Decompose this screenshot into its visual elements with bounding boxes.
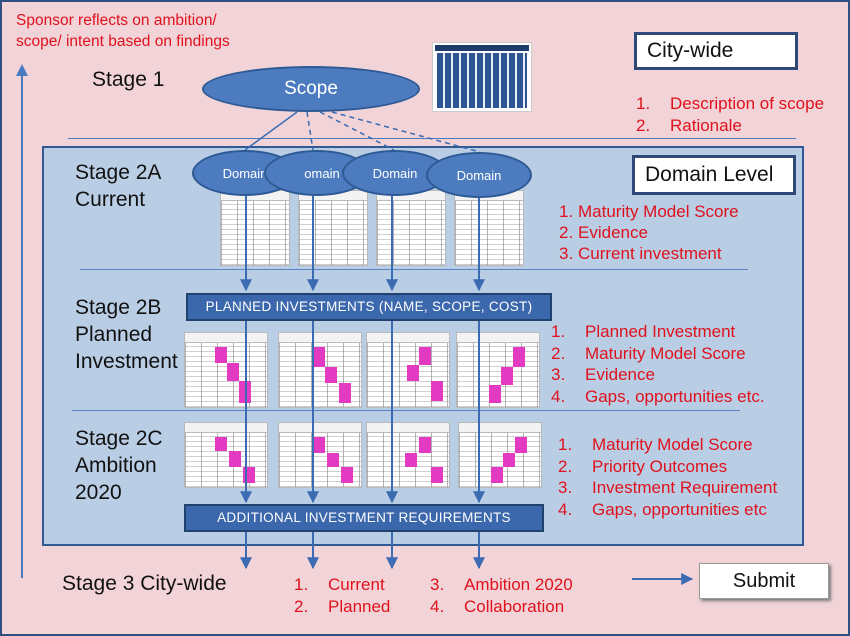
current-assessment-doc [376,190,446,266]
stage2a-divider [80,269,748,270]
citywide-title: City-wide [634,32,798,70]
stage3-list-right: 3.Ambition 2020 4.Collaboration [430,574,573,617]
stage-2c-label: Stage 2C Ambition 2020 [75,427,163,504]
scope-ellipse: Scope [202,66,420,112]
citywide-list: 1.Description of scope 2.Rationale [636,93,824,136]
ambition-assessment-doc [184,422,268,488]
planned-assessment-doc [456,332,540,408]
left-up-arrow [16,64,28,578]
domain-level-item: 2.Evidence [559,223,648,242]
ambition-assessment-doc [366,422,450,488]
citywide-item: 1.Description of scope [636,94,825,113]
domain-level-item: 1.Maturity Model Score [559,202,739,221]
ambition-item: 3.Investment Requirement [558,478,778,497]
ambition-assessment-doc [278,422,362,488]
stage-3-label: Stage 3 City-wide [62,572,227,595]
citywide-item: 2.Rationale [636,115,742,135]
current-assessment-doc [220,190,290,266]
scope-label: Scope [284,78,338,99]
ambition-item: 2.Priority Outcomes [558,456,728,476]
planned-investments-bar: PLANNED INVESTMENTS (NAME, SCOPE, COST) [186,293,552,321]
stage3-item: 1.Current [294,575,385,594]
stage3-item: 4.Collaboration [430,596,565,616]
planned-item: 1.Planned Investment [551,322,736,341]
ambition-item: 4.Gaps, opportunities etc [558,499,767,519]
domain-ellipse-4: Domain [426,152,532,198]
sponsor-note: Sponsor reflects on ambition/ scope/ int… [16,10,230,52]
sponsor-note-line-1: Sponsor reflects on ambition/ [16,12,217,29]
stage2b-divider [72,410,740,411]
current-assessment-doc [298,190,368,266]
domain-level-list: 1.Maturity Model Score 2.Evidence 3.Curr… [559,201,739,264]
stage3-item: 2.Planned [294,596,391,616]
submit-button[interactable]: Submit [699,563,829,599]
sponsor-note-line-2: scope/ intent based on findings [16,33,230,50]
stage-2a-label: Stage 2A Current [75,161,162,211]
scope-thumbnail [432,42,532,112]
stage-1-label: Stage 1 [92,68,165,91]
ambition-item: 1.Maturity Model Score [558,435,753,454]
stage-2b-label: Stage 2B Planned Investment [75,296,178,373]
planned-item: 2.Maturity Model Score [551,343,746,363]
planned-assessment-doc [366,332,450,408]
stage3-item: 3.Ambition 2020 [430,575,573,594]
stage3-list-left: 1.Current 2.Planned [294,574,390,617]
planned-assessment-doc [278,332,362,408]
planned-item: 4.Gaps, opportunities etc. [551,386,765,406]
additional-investment-bar: ADDITIONAL INVESTMENT REQUIREMENTS [184,504,544,532]
planned-investment-list: 1.Planned Investment 2.Maturity Model Sc… [551,321,765,407]
domain-level-item: 3.Current investment [559,244,722,263]
ambition-list: 1.Maturity Model Score 2.Priority Outcom… [558,434,777,520]
domain-level-title: Domain Level [632,155,796,195]
domain-ellipse-3: Domain [342,150,448,196]
planned-assessment-doc [184,332,268,408]
planned-item: 3.Evidence [551,365,655,384]
current-assessment-doc [454,190,524,266]
ambition-assessment-doc [458,422,542,488]
